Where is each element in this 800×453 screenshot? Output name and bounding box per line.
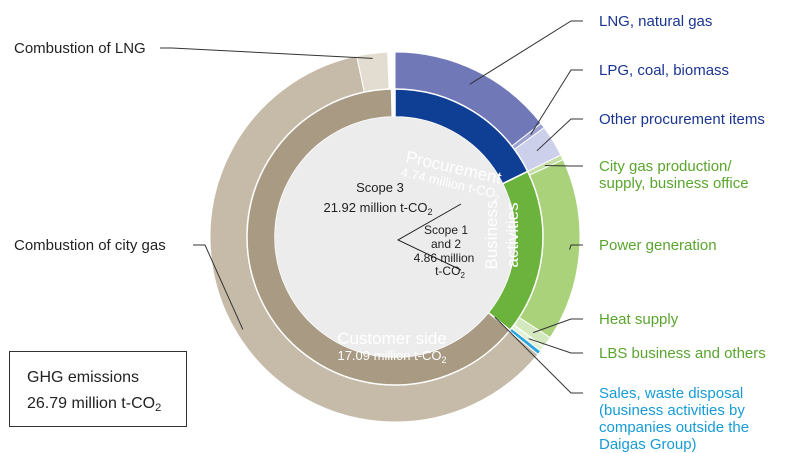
category-label-city-gas-production: City gas production/ [599,158,732,175]
leader-lines [160,20,583,394]
leader-line-power-generation [569,244,583,250]
leader-line-combustion-of-city-gas [193,244,244,330]
category-label-lng-natural-gas: LNG, natural gas [599,13,712,30]
category-label-power-generation: Power generation [599,237,717,254]
category-label-sales-waste-disposal-line3: companies outside the [599,419,749,436]
business-label-line1: Business [482,201,501,270]
business-label-line2: activities [503,202,522,267]
category-label-sales-waste-disposal: Sales, waste disposal [599,385,743,402]
scope12-line3: 4.86 million [414,251,475,265]
scope3-value: 21.92 million t-CO2 [323,200,432,217]
scope3-title: Scope 3 [356,180,404,195]
scope12-line2: and 2 [431,237,461,251]
total-emissions-box: GHG emissions 26.79 million t-CO2 [9,351,187,427]
leader-line-lng-natural-gas [469,20,583,85]
category-label-other-procurement-items: Other procurement items [599,111,765,128]
leader-line-lpg-coal-biomass [530,69,583,135]
leader-line-other-procurement-items [536,118,583,152]
leader-line-lbs-business-and-others [528,338,583,354]
scope-divider [396,203,462,271]
category-label-sales-waste-disposal-line2: (business activities by [599,402,745,419]
leader-line-sales-waste-disposal [494,316,583,394]
total-emissions-title: GHG emissions [27,369,140,386]
category-label-city-gas-production-line2: supply, business office [599,175,749,192]
category-label-combustion-of-lng: Combustion of LNG [14,40,146,57]
category-label-heat-supply: Heat supply [599,311,679,328]
center-labels: Scope 3 21.92 million t-CO2 Scope 1 and … [323,180,474,280]
total-emissions-value: 26.79 million t-CO2 [27,395,162,414]
category-label-lbs-business-and-others: LBS business and others [599,345,766,362]
category-label-combustion-of-city-gas: Combustion of city gas [14,237,166,254]
center-disc [275,117,515,357]
scope12-line4: t-CO2 [435,264,465,280]
customer-side-value: 17.09 million t-CO2 [337,348,446,365]
leader-line-combustion-of-lng [160,47,373,59]
customer-side-label: Customer side [337,329,447,348]
category-label-sales-waste-disposal-line4: Daigas Group) [599,436,697,453]
category-label-lpg-coal-biomass: LPG, coal, biomass [599,62,729,79]
scope12-line1: Scope 1 [424,223,468,237]
leader-line-heat-supply [532,318,583,334]
